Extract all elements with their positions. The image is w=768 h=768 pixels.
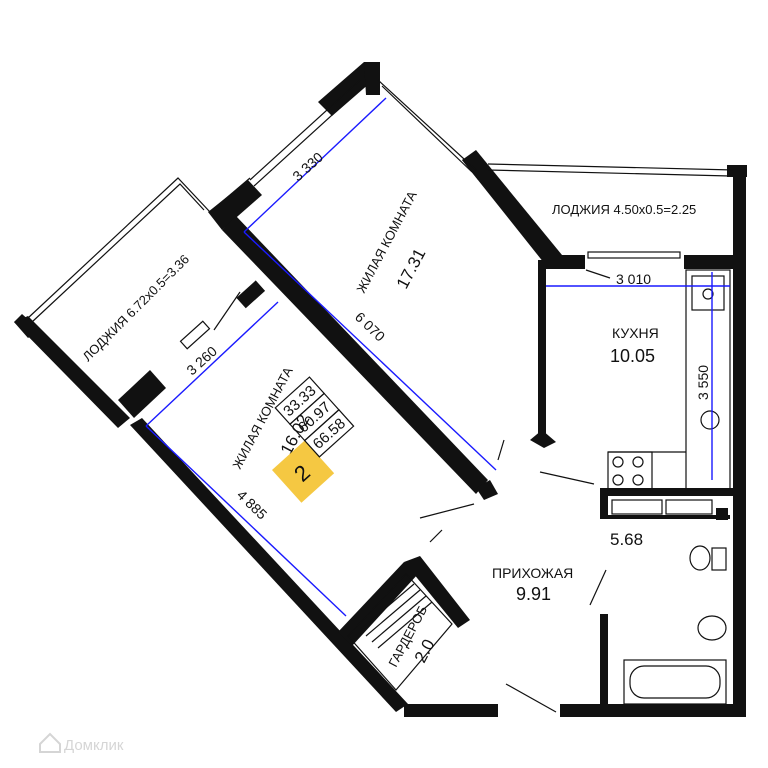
dimension-3550: 3 550 (695, 365, 711, 400)
kitchen-name: КУХНЯ (612, 325, 659, 341)
watermark-text: Домклик (64, 737, 124, 754)
sink-icon (691, 275, 725, 311)
toilet-icon (689, 545, 711, 571)
bathroom-area: 5.68 (610, 530, 643, 549)
hallway-name: ПРИХОЖАЯ (492, 565, 573, 581)
wardrobe-area: 2.0 (411, 636, 439, 666)
kitchen-fixtures (607, 269, 731, 491)
dimension-3330: 3 330 (289, 149, 326, 184)
loggia-right-label: ЛОДЖИЯ 4.50x0.5=2.25 (552, 202, 696, 217)
washbasin-icon (697, 615, 727, 641)
dimension-4885: 4 885 (234, 487, 270, 523)
living-room-2-name: ЖИЛАЯ КОМНАТА (229, 364, 296, 471)
bathtub-icon (623, 659, 727, 705)
living-room-1-area: 17.31 (393, 245, 430, 291)
dimension-lines (145, 97, 730, 617)
dimension-3010: 3 010 (616, 271, 651, 287)
hallway-area: 9.91 (516, 584, 551, 604)
apartment-summary: 2 33.33 60.97 66.58 (272, 376, 355, 503)
kitchen-area: 10.05 (610, 346, 655, 366)
wardrobe-shelving (347, 573, 453, 691)
dishwasher-icon (700, 410, 720, 430)
bathroom-fixtures (611, 499, 728, 705)
walls (14, 62, 747, 717)
house-logo-icon (39, 732, 61, 753)
washer-icon (611, 499, 663, 515)
loggia-left-label: ЛОДЖИЯ 6.72x0.5=3.36 (80, 251, 193, 364)
door-swings (213, 269, 611, 713)
windows (27, 79, 735, 350)
watermark: Домклик (39, 732, 124, 754)
